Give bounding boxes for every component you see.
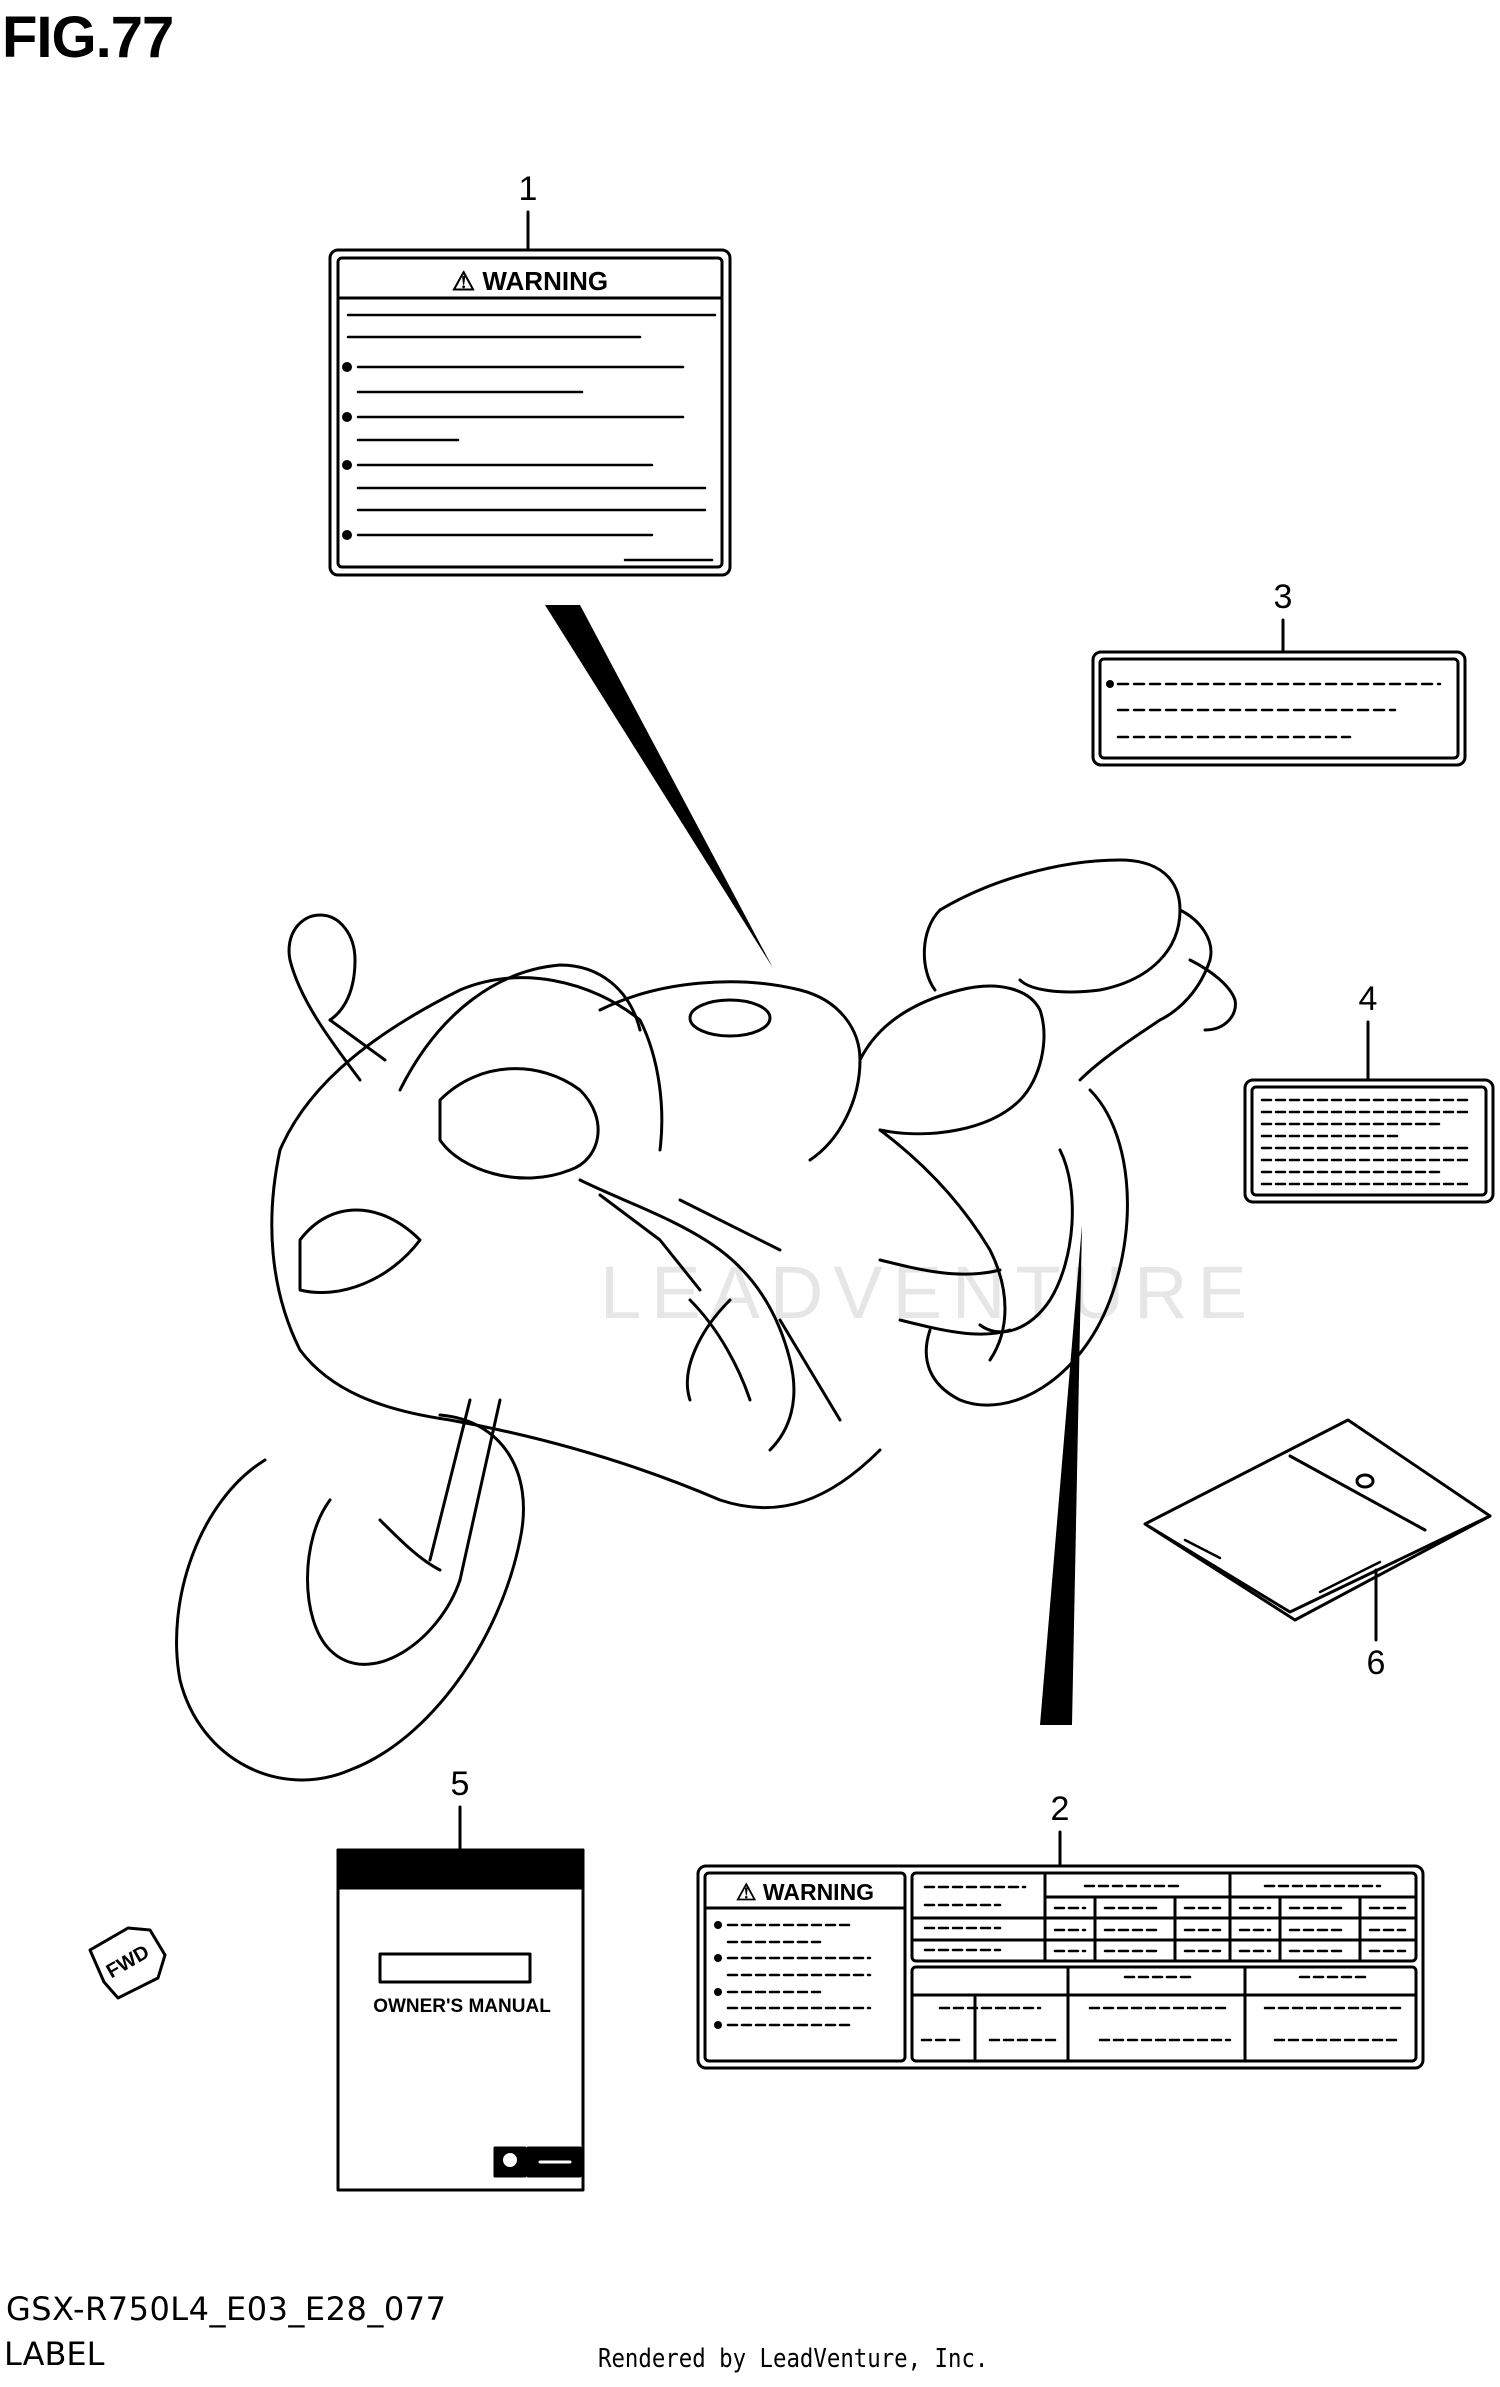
callout-1: 1 bbox=[519, 170, 538, 208]
fwd-arrow-icon: FWD bbox=[88, 1926, 167, 2000]
callout-6: 6 bbox=[1367, 1644, 1386, 1682]
callout-4: 4 bbox=[1359, 980, 1378, 1018]
part-6-card[interactable]: 6 bbox=[1143, 1418, 1492, 1682]
part-5-owners-manual[interactable]: 5 OWNER'S MANUAL bbox=[336, 1765, 585, 2192]
figure-title: FIG.77 bbox=[2, 5, 174, 70]
warning-heading-2: ⚠ WARNING bbox=[736, 1879, 874, 1905]
part-4-label[interactable]: 4 bbox=[1243, 980, 1495, 1204]
part-1-warning-label[interactable]: 1 ⚠ WARNING bbox=[328, 170, 732, 577]
render-credit: Rendered by LeadVenture, Inc. bbox=[598, 2344, 989, 2374]
pointer-1 bbox=[545, 605, 773, 968]
model-code: GSX-R750L4_E03_E28_077 bbox=[6, 2290, 447, 2328]
section-name: LABEL bbox=[4, 2335, 105, 2373]
part-3-label[interactable]: 3 bbox=[1091, 578, 1467, 767]
part-2-warning-label[interactable]: 2 ⚠ WARNING bbox=[696, 1790, 1425, 2070]
manual-title: OWNER'S MANUAL bbox=[373, 1996, 551, 2017]
callout-3: 3 bbox=[1274, 578, 1293, 616]
warning-heading-1: ⚠ WARNING bbox=[452, 266, 608, 296]
pointer-2 bbox=[1040, 1225, 1082, 1725]
callout-5: 5 bbox=[451, 1765, 470, 1803]
callout-2: 2 bbox=[1051, 1790, 1070, 1828]
